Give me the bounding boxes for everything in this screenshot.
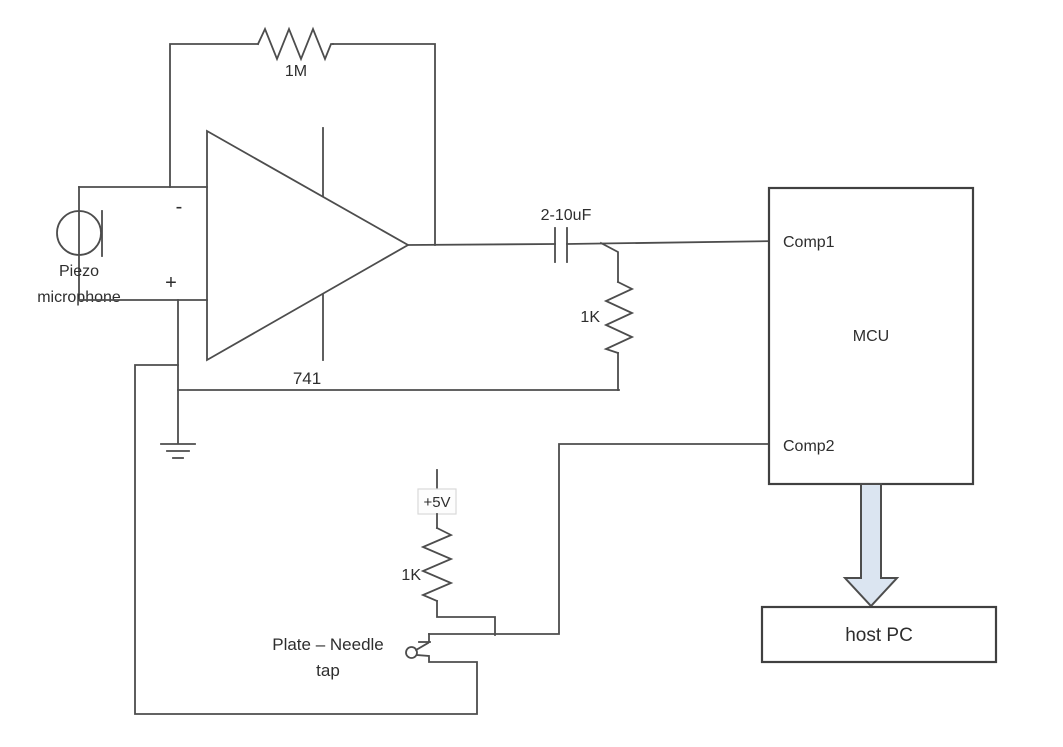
- supply-label-box: [417, 488, 457, 515]
- data-flow-arrow: [842, 483, 900, 608]
- feedback-loop-wire: [169, 43, 436, 246]
- microphone-label-line2: microphone: [37, 289, 121, 306]
- ground-branch: [177, 299, 620, 444]
- tap-switch-label-line2: tap: [316, 661, 340, 680]
- op-amp-triangle: [206, 129, 410, 362]
- feedback-resistor-label: 1M: [285, 63, 307, 80]
- switch-lever: [414, 641, 430, 652]
- mcu-box: Comp1 MCU Comp2: [767, 186, 975, 486]
- pullup-resistor-label: 1K: [401, 567, 421, 584]
- switch-pivot-contact: [405, 646, 418, 659]
- down-arrow-icon: [842, 483, 900, 608]
- noninverting-input-label: +: [165, 272, 177, 294]
- microphone-label-line1: Piezo: [59, 263, 99, 280]
- mcu-label: MCU: [853, 328, 889, 345]
- coupling-capacitor: 2-10uF: [541, 207, 592, 263]
- plus5v-supply: +5V: [417, 469, 457, 529]
- load-resistor-1k: 1K: [580, 241, 635, 391]
- load-resistor-label: 1K: [580, 309, 600, 326]
- pullup-resistor-1k: 1K: [401, 526, 496, 636]
- ground-symbol: [160, 443, 196, 459]
- op-amp-part-label: 741: [293, 369, 321, 388]
- feedback-resistor-1M: 1M: [256, 26, 334, 80]
- needle-tap-switch: Plate – Needle tap: [134, 364, 478, 715]
- piezo-microphone-symbol: Piezo microphone: [37, 186, 121, 306]
- comp2-wire: [428, 443, 780, 635]
- output-wire: [407, 240, 780, 246]
- host-pc-label: host PC: [845, 625, 913, 646]
- supply-label: +5V: [423, 494, 450, 511]
- host-pc-box: host PC: [760, 605, 998, 664]
- microphone-circle-icon: [56, 210, 102, 256]
- inverting-input-label: -: [176, 196, 183, 218]
- tap-switch-label-line1: Plate – Needle: [272, 635, 384, 654]
- opamp-input-wires: [78, 186, 208, 301]
- coupling-capacitor-label: 2-10uF: [541, 207, 592, 224]
- mcu-pin2-label: Comp2: [783, 438, 835, 455]
- op-amp-741: - + 741: [165, 127, 410, 388]
- mcu-pin1-label: Comp1: [783, 234, 835, 251]
- switch-return-wire: [134, 364, 478, 715]
